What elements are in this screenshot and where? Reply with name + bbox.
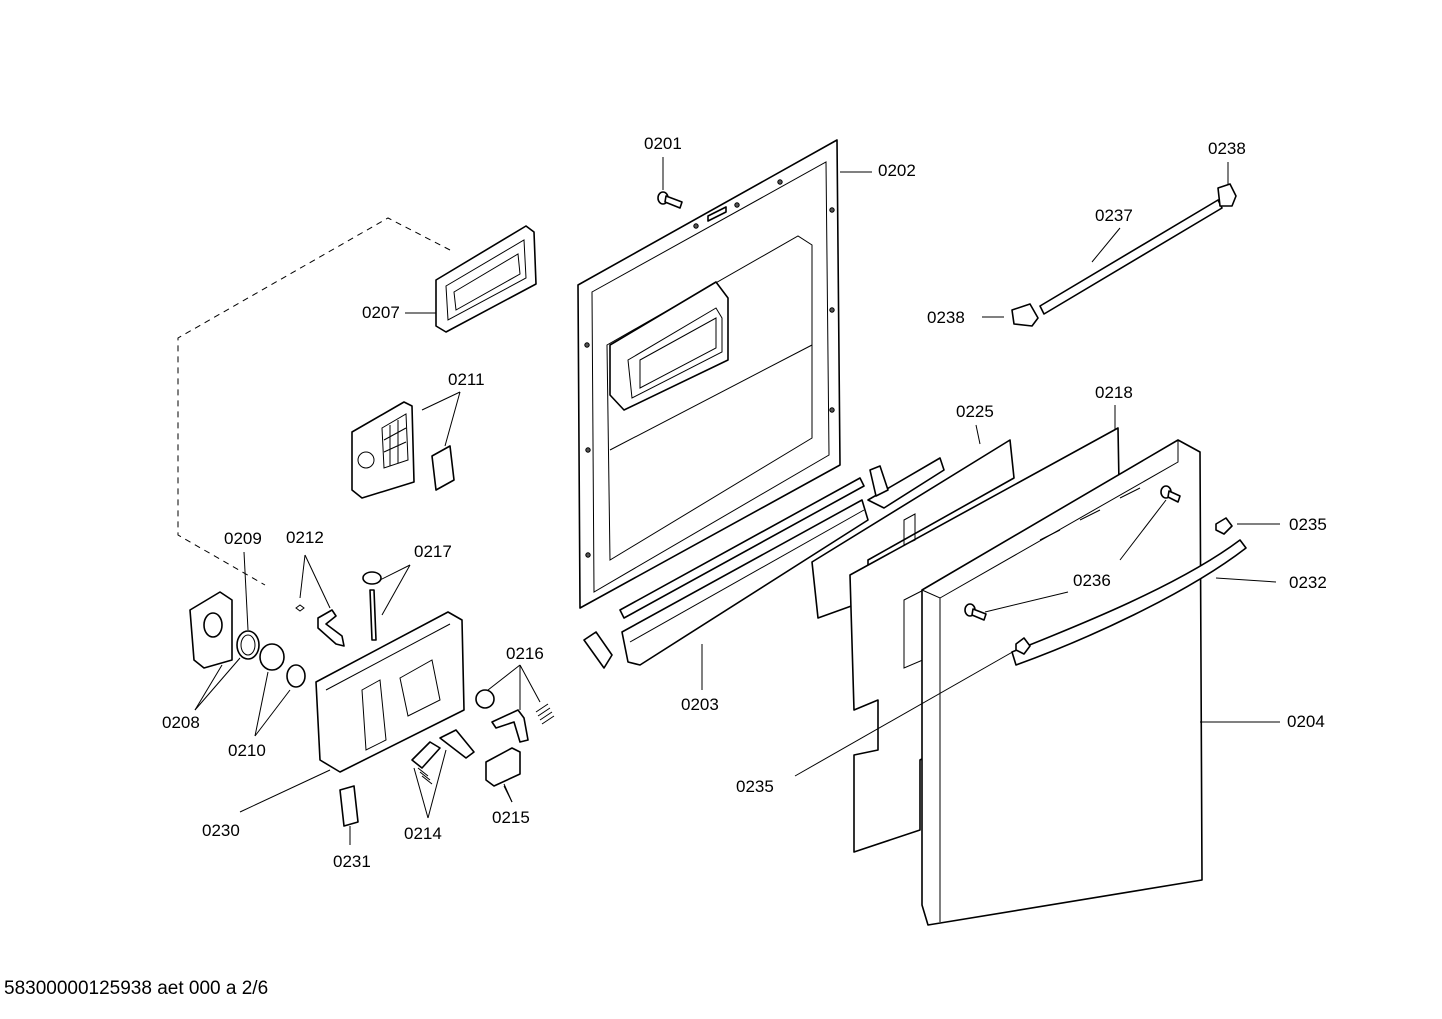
label-0218: 0218	[1095, 383, 1133, 402]
rod-cap-0238	[1011, 183, 1237, 327]
frame-holes	[584, 179, 835, 558]
lever-0214	[411, 729, 475, 785]
label-0203: 0203	[681, 695, 719, 714]
rod-0237	[1039, 199, 1223, 315]
label-0208: 0208	[162, 713, 200, 732]
label-0201: 0201	[644, 134, 682, 153]
label-0235-bottom: 0235	[736, 777, 774, 796]
label-0235-top: 0235	[1289, 515, 1327, 534]
handle-0232	[1011, 539, 1247, 666]
window-frame-0207	[435, 225, 537, 333]
label-0210: 0210	[228, 741, 266, 760]
document-reference-footer: 58300000125938 aet 000 a 2/6	[4, 978, 269, 999]
label-0212: 0212	[286, 528, 324, 547]
relay-0215	[485, 747, 521, 787]
part-labels: 0201 0202 0203 0204 0207 0208 0209 0210 …	[162, 134, 1327, 871]
handle-end-cap-0235	[1015, 517, 1233, 655]
label-0238-top: 0238	[1208, 139, 1246, 158]
label-0231: 0231	[333, 852, 371, 871]
ring-0209	[236, 630, 260, 660]
lever-0212	[295, 604, 345, 647]
label-0207: 0207	[362, 303, 400, 322]
label-0215: 0215	[492, 808, 530, 827]
door-seal-strip-0203	[583, 477, 869, 669]
label-0225: 0225	[956, 402, 994, 421]
label-0204: 0204	[1287, 712, 1325, 731]
pin-0217	[362, 571, 382, 641]
knob-0208	[189, 591, 233, 669]
label-0209: 0209	[224, 529, 262, 548]
outer-door-panel-0204	[921, 439, 1203, 926]
bushing-0210	[259, 643, 306, 688]
screw-0236	[964, 485, 1181, 621]
label-0202: 0202	[878, 161, 916, 180]
label-0238-bottom: 0238	[927, 308, 965, 327]
label-0237: 0237	[1095, 206, 1133, 225]
dispenser-housing-0230	[315, 611, 465, 773]
assembly-dashed-outline	[177, 217, 451, 586]
label-0217: 0217	[414, 542, 452, 561]
inner-door-panel-0202	[577, 139, 841, 609]
parts-0216	[475, 689, 555, 743]
label-0211: 0211	[448, 370, 485, 389]
label-0216: 0216	[506, 644, 544, 663]
label-0214: 0214	[404, 824, 442, 843]
label-0230: 0230	[202, 821, 240, 840]
label-0232: 0232	[1289, 573, 1327, 592]
screw-0201	[657, 191, 683, 209]
leader-lines	[194, 157, 1280, 845]
clip-0231	[339, 785, 359, 827]
label-0236: 0236	[1073, 571, 1111, 590]
cover-0211	[351, 401, 455, 499]
